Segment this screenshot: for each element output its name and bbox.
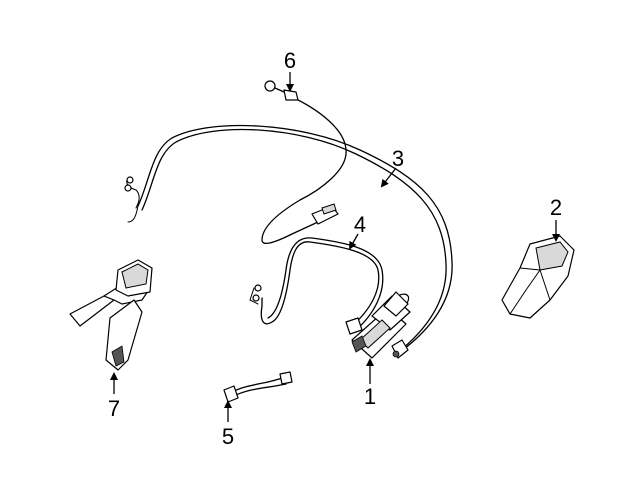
- cover-part-2: [501, 235, 575, 319]
- switch-part-1: [351, 291, 411, 359]
- harness-part-4: [249, 237, 384, 335]
- harness-part-3: [124, 124, 453, 359]
- bracket-part-7: [69, 259, 153, 371]
- leader-3: [380, 167, 397, 188]
- wire-part-5: [223, 371, 293, 403]
- wire-part-6: [261, 80, 347, 245]
- callout-2: 2: [550, 195, 562, 220]
- callout-7: 7: [108, 396, 120, 421]
- leader-4: [349, 233, 359, 250]
- callout-4: 4: [354, 212, 366, 237]
- callout-6: 6: [284, 48, 296, 73]
- callout-1: 1: [364, 384, 376, 409]
- callout-5: 5: [222, 424, 234, 449]
- callout-3: 3: [392, 146, 404, 171]
